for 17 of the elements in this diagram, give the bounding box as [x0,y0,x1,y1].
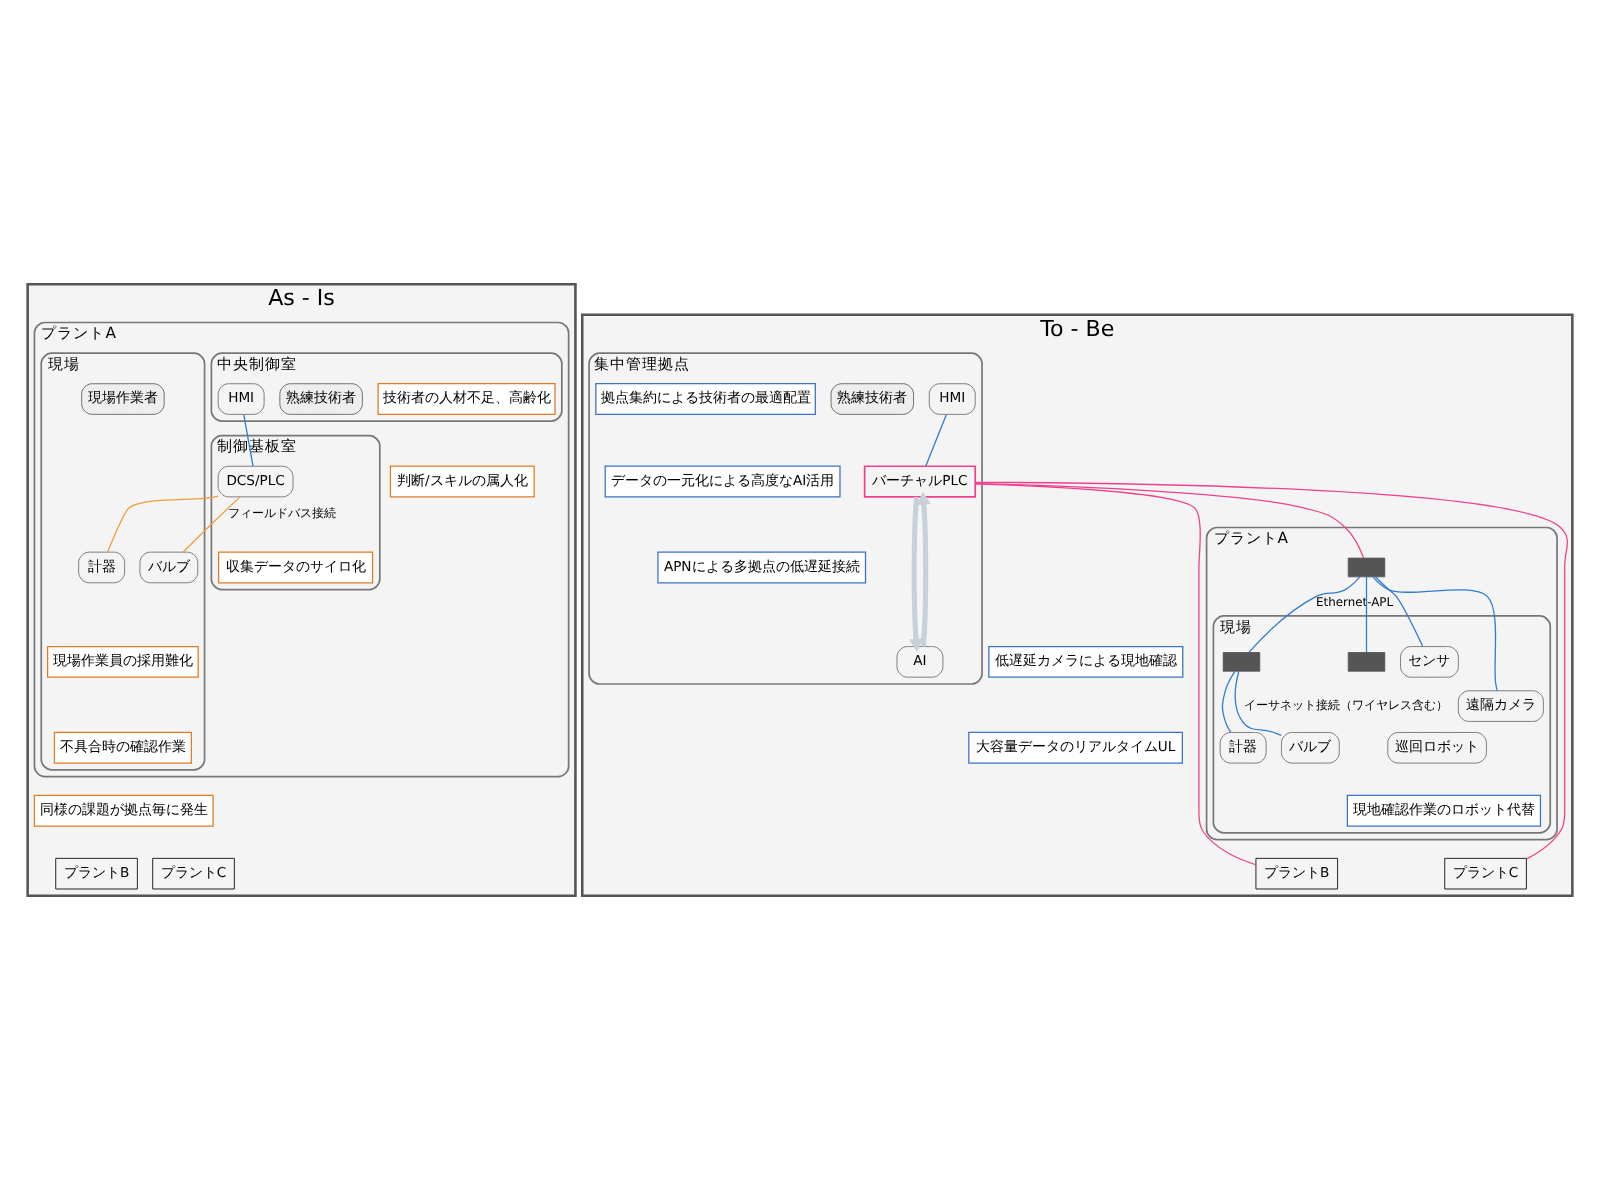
arrow [909,496,923,652]
connector [974,481,1569,860]
connector [182,496,241,553]
connector [1248,576,1361,654]
arrow [917,491,931,647]
node-box [1347,557,1386,578]
connector [1372,576,1498,692]
connector [1234,670,1282,736]
connector [1365,576,1368,654]
node-box [1347,652,1386,672]
node-box [1222,652,1261,672]
connector [243,414,254,467]
connector [1221,670,1236,733]
connector [106,495,219,553]
connector [1374,576,1424,647]
connector [925,414,947,467]
connector [974,483,1257,866]
